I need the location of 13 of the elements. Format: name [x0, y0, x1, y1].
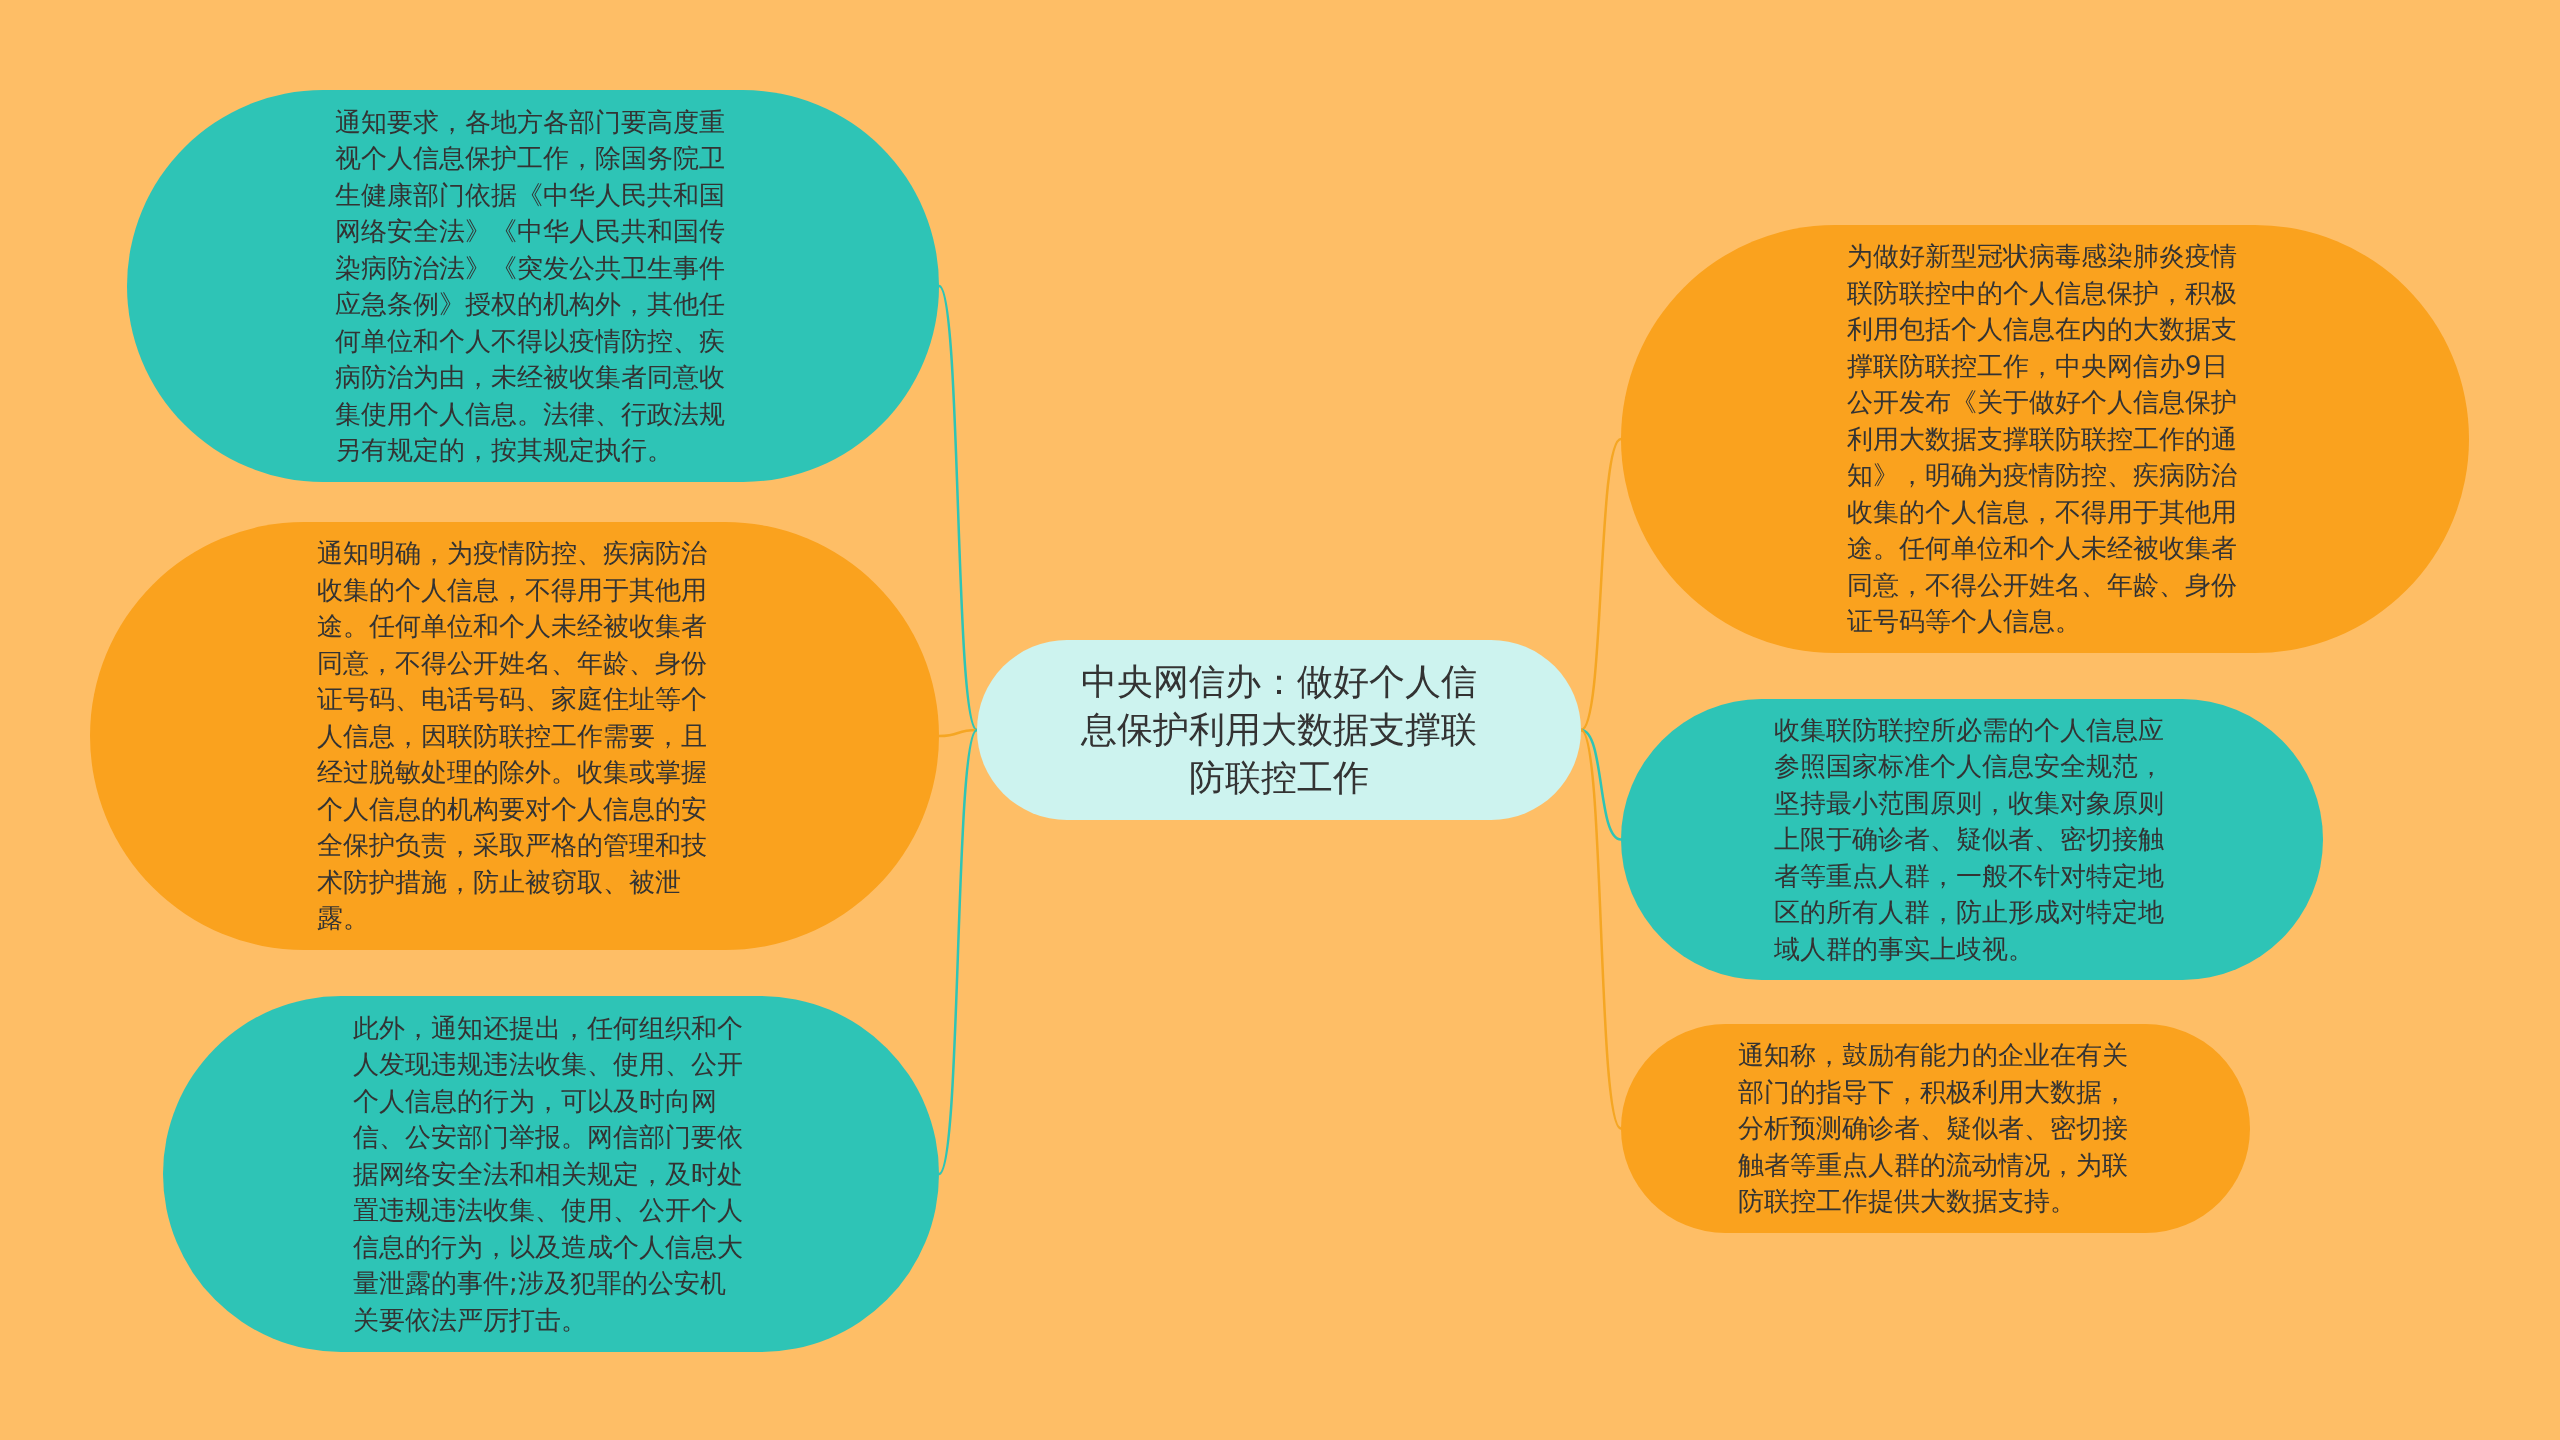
connector-line: [1579, 729, 1623, 1130]
central-topic-text: 中央网信办：做好个人信息保护利用大数据支撑联防联控工作: [1080, 660, 1478, 800]
bubble-text: 通知要求，各地方各部门要高度重视个人信息保护工作，除国务院卫生健康部门依据《中华人民共和国网络安全法》《中华人民共和国传染病防治法》《突发公共卫生事件应急条例》授权的机构外，其他任何单位和个人不得以疫情防控、疾病防治为由，未经被收集者同意收集使用个人信息。法律、行政法规另有规定的，按其规定执行。: [335, 105, 726, 467]
connector-line: [937, 729, 979, 1175]
bubble-text: 此外，通知还提出，任何组织和个人发现违规违法收集、使用、公开个人信息的行为，可以及时向网信、公安部门举报。网信部门要依据网络安全法和相关规定，及时处置违规违法收集、使用、公开个人信息的行为，以及造成个人信息大量泄露的事件;涉及犯罪的公安机关要依法严厉打击。: [353, 1011, 744, 1337]
connector-line: [1580, 438, 1622, 731]
bubble-text: 收集联防联控所必需的个人信息应参照国家标准个人信息安全规范，坚持最小范围原则，收集对象原则上限于确诊者、疑似者、密切接触者等重点人群，一般不针对特定地区的所有人群，防止形成对特定地域人群的事实上歧视。: [1774, 713, 2165, 966]
connector-line: [1580, 728, 1622, 841]
connector-line: [937, 285, 979, 731]
connector-line: [938, 728, 978, 738]
bubble-text: 通知明确，为疫情防控、疾病防治收集的个人信息，不得用于其他用途。任何单位和个人未经被收集者同意，不得公开姓名、年龄、身份证号码、电话号码、家庭住址等个人信息，因联防联控工作需要，且经过脱敏处理的除外。收集或掌握个人信息的机构要对个人信息的安全保护负责，采取严格的管理和技术防护措施，防止被窃取、被泄露。: [316, 537, 708, 936]
bubble-text: 为做好新型冠状病毒感染肺炎疫情联防联控中的个人信息保护，积极利用包括个人信息在内的大数据支撑联防联控工作，中央网信办9日公开发布《关于做好个人信息保护利用大数据支撑联防联控工作的通知》，明确为疫情防控、疾病防治收集的个人信息，不得用于其他用途。任何单位和个人未经被收集者同意，不得公开姓名、年龄、身份证号码等个人信息。: [1847, 240, 2238, 639]
bubble-text: 通知称，鼓励有能力的企业在有关部门的指导下，积极利用大数据，分析预测确诊者、疑似者、密切接触者等重点人群的流动情况，为联防联控工作提供大数据支持。: [1737, 1039, 2129, 1219]
